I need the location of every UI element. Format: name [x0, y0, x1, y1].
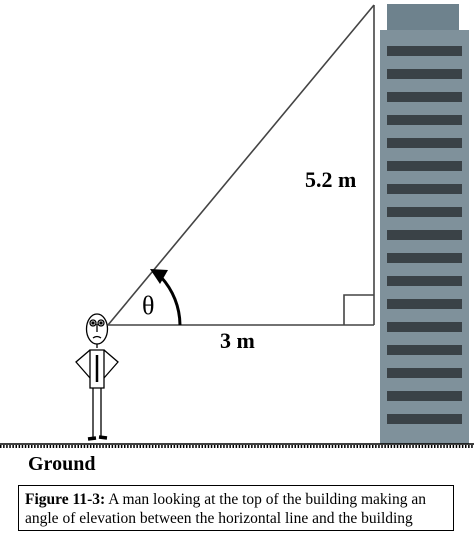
caption-text-line2: angle of elevation between the horizonta…: [25, 510, 413, 527]
caption-figure-label: Figure 11-3:: [25, 491, 106, 508]
building-window-band: [387, 276, 462, 286]
building-window-band: [387, 46, 462, 56]
building-window-band: [387, 414, 462, 424]
building-window-band: [387, 115, 462, 125]
building-window-band: [387, 92, 462, 102]
building-windows: [387, 46, 462, 424]
building-window-band: [387, 207, 462, 217]
angle-arc: [150, 269, 182, 326]
building-window-band: [387, 322, 462, 332]
building-window-band: [387, 299, 462, 309]
building-window-band: [387, 230, 462, 240]
building-window-band: [387, 345, 462, 355]
man-shoes: [87, 435, 108, 441]
building-top-block: [387, 4, 459, 34]
angle-label: θ: [142, 291, 154, 320]
man-right-arm: [103, 349, 119, 379]
ground: [0, 443, 474, 448]
figure-caption: Figure 11-3: A man looking at the top of…: [18, 485, 454, 531]
base-label: 3 m: [220, 328, 255, 353]
man-figure: [75, 313, 119, 441]
arc-arrowhead: [150, 269, 168, 284]
height-label: 5.2 m: [305, 167, 356, 192]
building-window-band: [387, 138, 462, 148]
building-window-band: [387, 184, 462, 194]
building: [380, 4, 469, 444]
man-left-arm: [75, 349, 91, 379]
hypotenuse-line-of-sight: [107, 4, 375, 326]
caption-text-line1: A man looking at the top of the building…: [105, 491, 426, 508]
building-window-band: [387, 391, 462, 401]
right-triangle: [107, 4, 375, 326]
building-window-band: [387, 69, 462, 79]
ground-label: Ground: [28, 453, 95, 475]
right-angle-marker: [343, 294, 374, 325]
building-window-band: [387, 161, 462, 171]
building-window-band: [387, 368, 462, 378]
building-window-band: [387, 253, 462, 263]
